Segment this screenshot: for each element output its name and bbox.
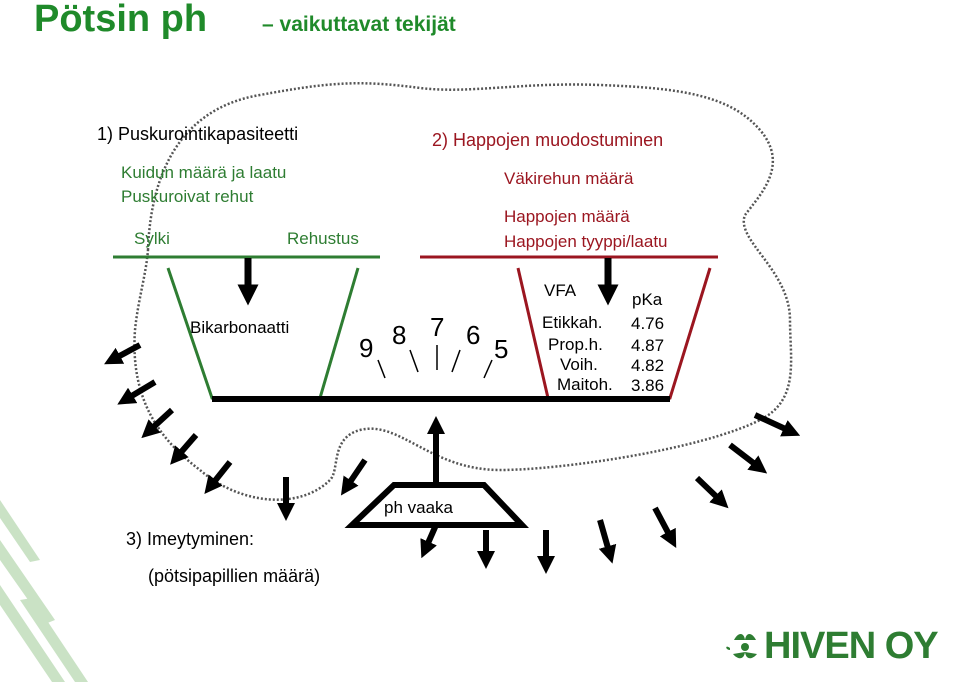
ph-number-8: 8 (392, 320, 407, 350)
feeding-label: Rehustus (287, 229, 359, 248)
vfa-row-pka: 4.82 (631, 356, 665, 375)
ph-scale-ticks (377, 345, 493, 379)
section2-line3: Happojen tyyppi/laatu (504, 232, 668, 251)
section1-line2: Puskuroivat rehut (121, 187, 254, 206)
pka-header: pKa (632, 290, 663, 309)
ph-number-9: 9 (359, 333, 374, 363)
company-logo: HIVEN OY (764, 625, 939, 667)
section1-line1: Kuidun määrä ja laatu (121, 163, 287, 182)
section2-line1: Väkirehun määrä (504, 169, 634, 188)
vfa-header: VFA (544, 281, 577, 300)
ph-number-6: 6 (466, 320, 481, 350)
section3-subtext: (pötsipapillien määrä) (148, 566, 321, 586)
ph-scale-label: ph vaaka (384, 498, 453, 517)
vfa-row-name: Etikkah. (542, 313, 603, 332)
saliva-label: Sylki (134, 229, 170, 248)
bicarbonate-label: Bikarbonaatti (190, 318, 290, 337)
section2-line2: Happojen määrä (504, 207, 630, 226)
ph-number-5: 5 (494, 334, 509, 364)
vfa-row-pka: 3.86 (631, 376, 665, 395)
ph-scale-base (344, 482, 529, 528)
page-title: Pötsin ph (34, 0, 208, 40)
section3-heading: 3) Imeytyminen: (126, 529, 255, 549)
stripe-decoration (0, 500, 88, 682)
leaf-logo-icon (726, 634, 757, 659)
section2-heading: 2) Happojen muodostuminen (432, 130, 664, 150)
page-subtitle: – vaikuttavat tekijät (262, 13, 456, 36)
vfa-row-pka: 4.87 (631, 336, 665, 355)
ph-number-7: 7 (430, 312, 445, 342)
vfa-row-name: Voih. (560, 355, 598, 374)
vfa-row-name: Maitoh. (557, 375, 613, 394)
absorption-arrows (104, 342, 801, 574)
section1-heading: 1) Puskurointikapasiteetti (97, 124, 299, 144)
vfa-row-pka: 4.76 (631, 314, 665, 333)
vfa-row-name: Prop.h. (548, 335, 603, 354)
